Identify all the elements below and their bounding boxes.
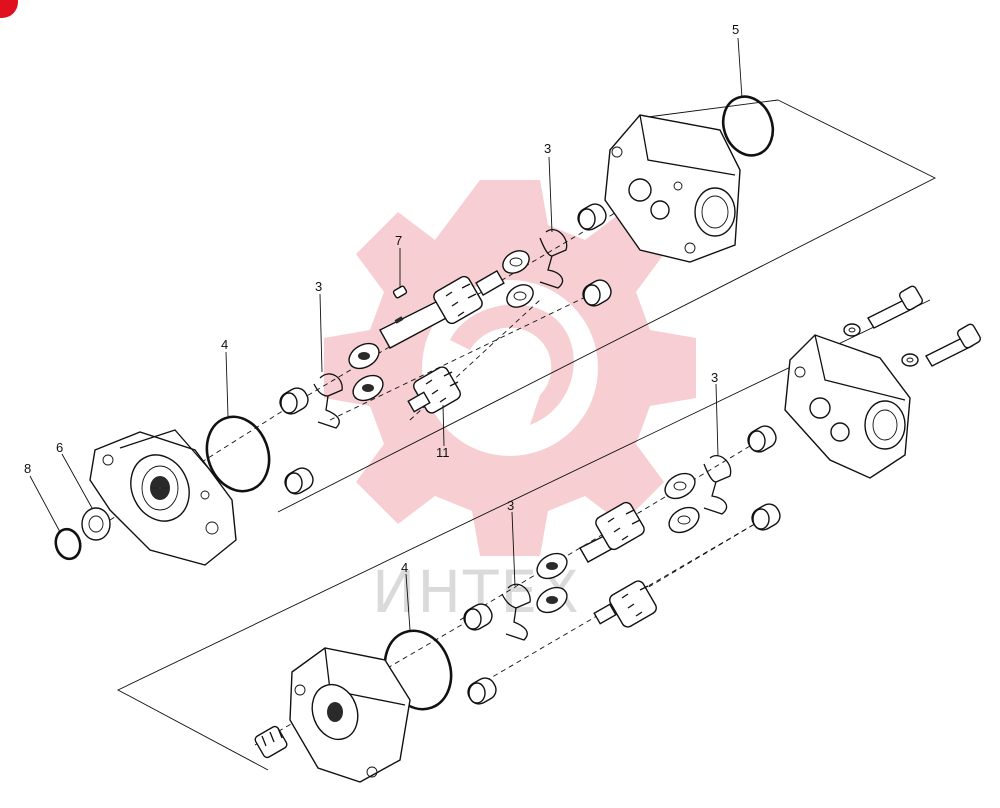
callout-3-upper-right: 3 [544, 141, 551, 156]
callout-7: 7 [395, 233, 402, 248]
upper-seal-clip-left [313, 373, 343, 429]
bolts-and-washers [843, 285, 982, 367]
driven-gear-11 [407, 366, 461, 414]
callout-5: 5 [732, 22, 739, 37]
lower-front-bushings [463, 603, 497, 705]
lower-fitting [254, 725, 288, 759]
lower-assembly-boundary [117, 299, 931, 771]
o-ring-4-upper [205, 415, 271, 493]
callout-3-upper-left: 3 [315, 279, 322, 294]
upper-wear-plate-left [348, 342, 384, 402]
callout-6: 6 [56, 440, 63, 455]
upper-assembly-boundary-top [639, 99, 779, 119]
watermark-logo: ИНТЕХ [324, 180, 696, 626]
upper-seal-clip-right [539, 229, 568, 289]
lower-drive-gear [579, 501, 645, 563]
lower-rear-bushings [747, 425, 781, 531]
upper-assembly-boundary [277, 99, 937, 513]
retaining-ring-8 [54, 527, 82, 561]
lower-seal-clip-left [501, 583, 531, 641]
upper-rear-housing [604, 114, 741, 263]
upper-drive-shaft-gear [379, 269, 505, 349]
lower-wear-plate-left [536, 552, 568, 614]
o-ring-5 [721, 95, 775, 157]
assembly-outlines [117, 99, 937, 771]
front-mounting-flange [89, 429, 237, 566]
leader-lines [29, 37, 743, 631]
lower-front-cover [289, 647, 411, 783]
shaft-seal-6 [81, 507, 111, 541]
upper-wear-plate-right [502, 250, 534, 308]
lower-driven-gear [593, 580, 657, 628]
callout-labels: 5 3 7 3 4 11 6 8 3 3 4 [24, 22, 739, 575]
callout-4-upper: 4 [221, 337, 228, 352]
callout-8: 8 [24, 461, 31, 476]
callout-3-lower-right: 3 [711, 370, 718, 385]
key-7 [392, 285, 408, 299]
callout-4-lower: 4 [401, 560, 408, 575]
watermark-swoosh [450, 304, 574, 425]
lower-wear-plate-right [664, 472, 700, 534]
upper-rear-bushings [577, 203, 612, 307]
callout-11: 11 [436, 445, 450, 460]
lower-rear-housing [784, 334, 911, 479]
lower-seal-clip-right [703, 455, 732, 515]
callout-3-lower-left: 3 [507, 498, 514, 513]
corner-badge [0, 0, 18, 18]
upper-front-bushings [279, 387, 314, 495]
